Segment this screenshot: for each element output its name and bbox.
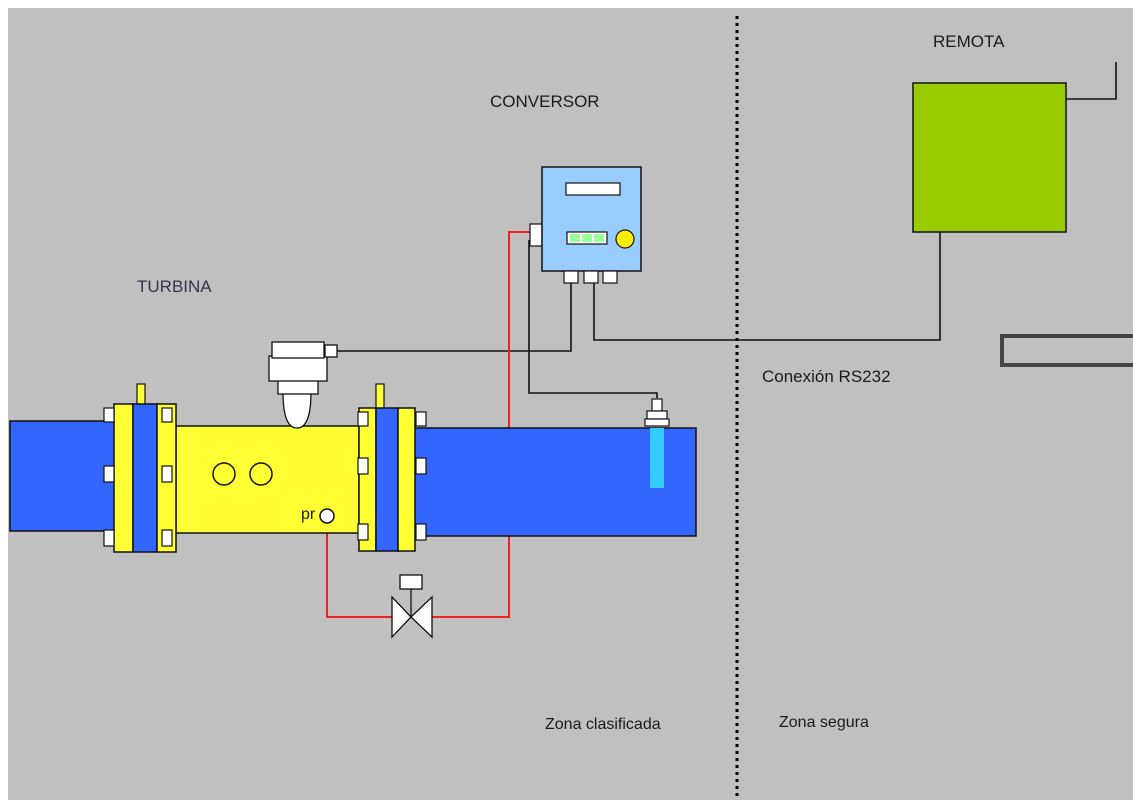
remote-output-wire [1066,62,1117,100]
pulse-pickup-icon [268,341,338,429]
indicator-lamp-icon [615,229,635,249]
pipe-inlet [9,420,116,532]
needle-valve-icon [391,574,433,639]
turbine-window-1 [212,462,236,486]
pressure-line [326,231,530,618]
rs232-wire [593,232,941,341]
remote-label: REMOTA [933,32,1005,51]
safe-zone-label: Zona segura [779,714,869,731]
turbine-label: TURBINA [137,277,212,296]
pipe-outlet [413,427,697,537]
classified-zone-label: Zona clasificada [545,716,661,733]
flange-left [103,383,177,553]
converter-indicator [566,231,608,245]
signal-wires [337,62,1117,398]
pressure-tap [319,508,335,524]
converter-display [565,182,621,196]
pickup-signal-wire [337,282,572,352]
converter-label: CONVERSOR [490,92,600,111]
converter-unit [529,166,642,284]
rs232-connection-label: Conexión RS232 [762,367,891,386]
turbine-window-2 [249,462,273,486]
pressure-tap-label: pr [301,506,316,523]
remote-unit [912,82,1067,233]
offscreen-device [1000,334,1133,367]
temperature-probe-icon [644,398,670,488]
temperature-signal-wire [528,240,658,398]
flange-right [357,383,427,552]
